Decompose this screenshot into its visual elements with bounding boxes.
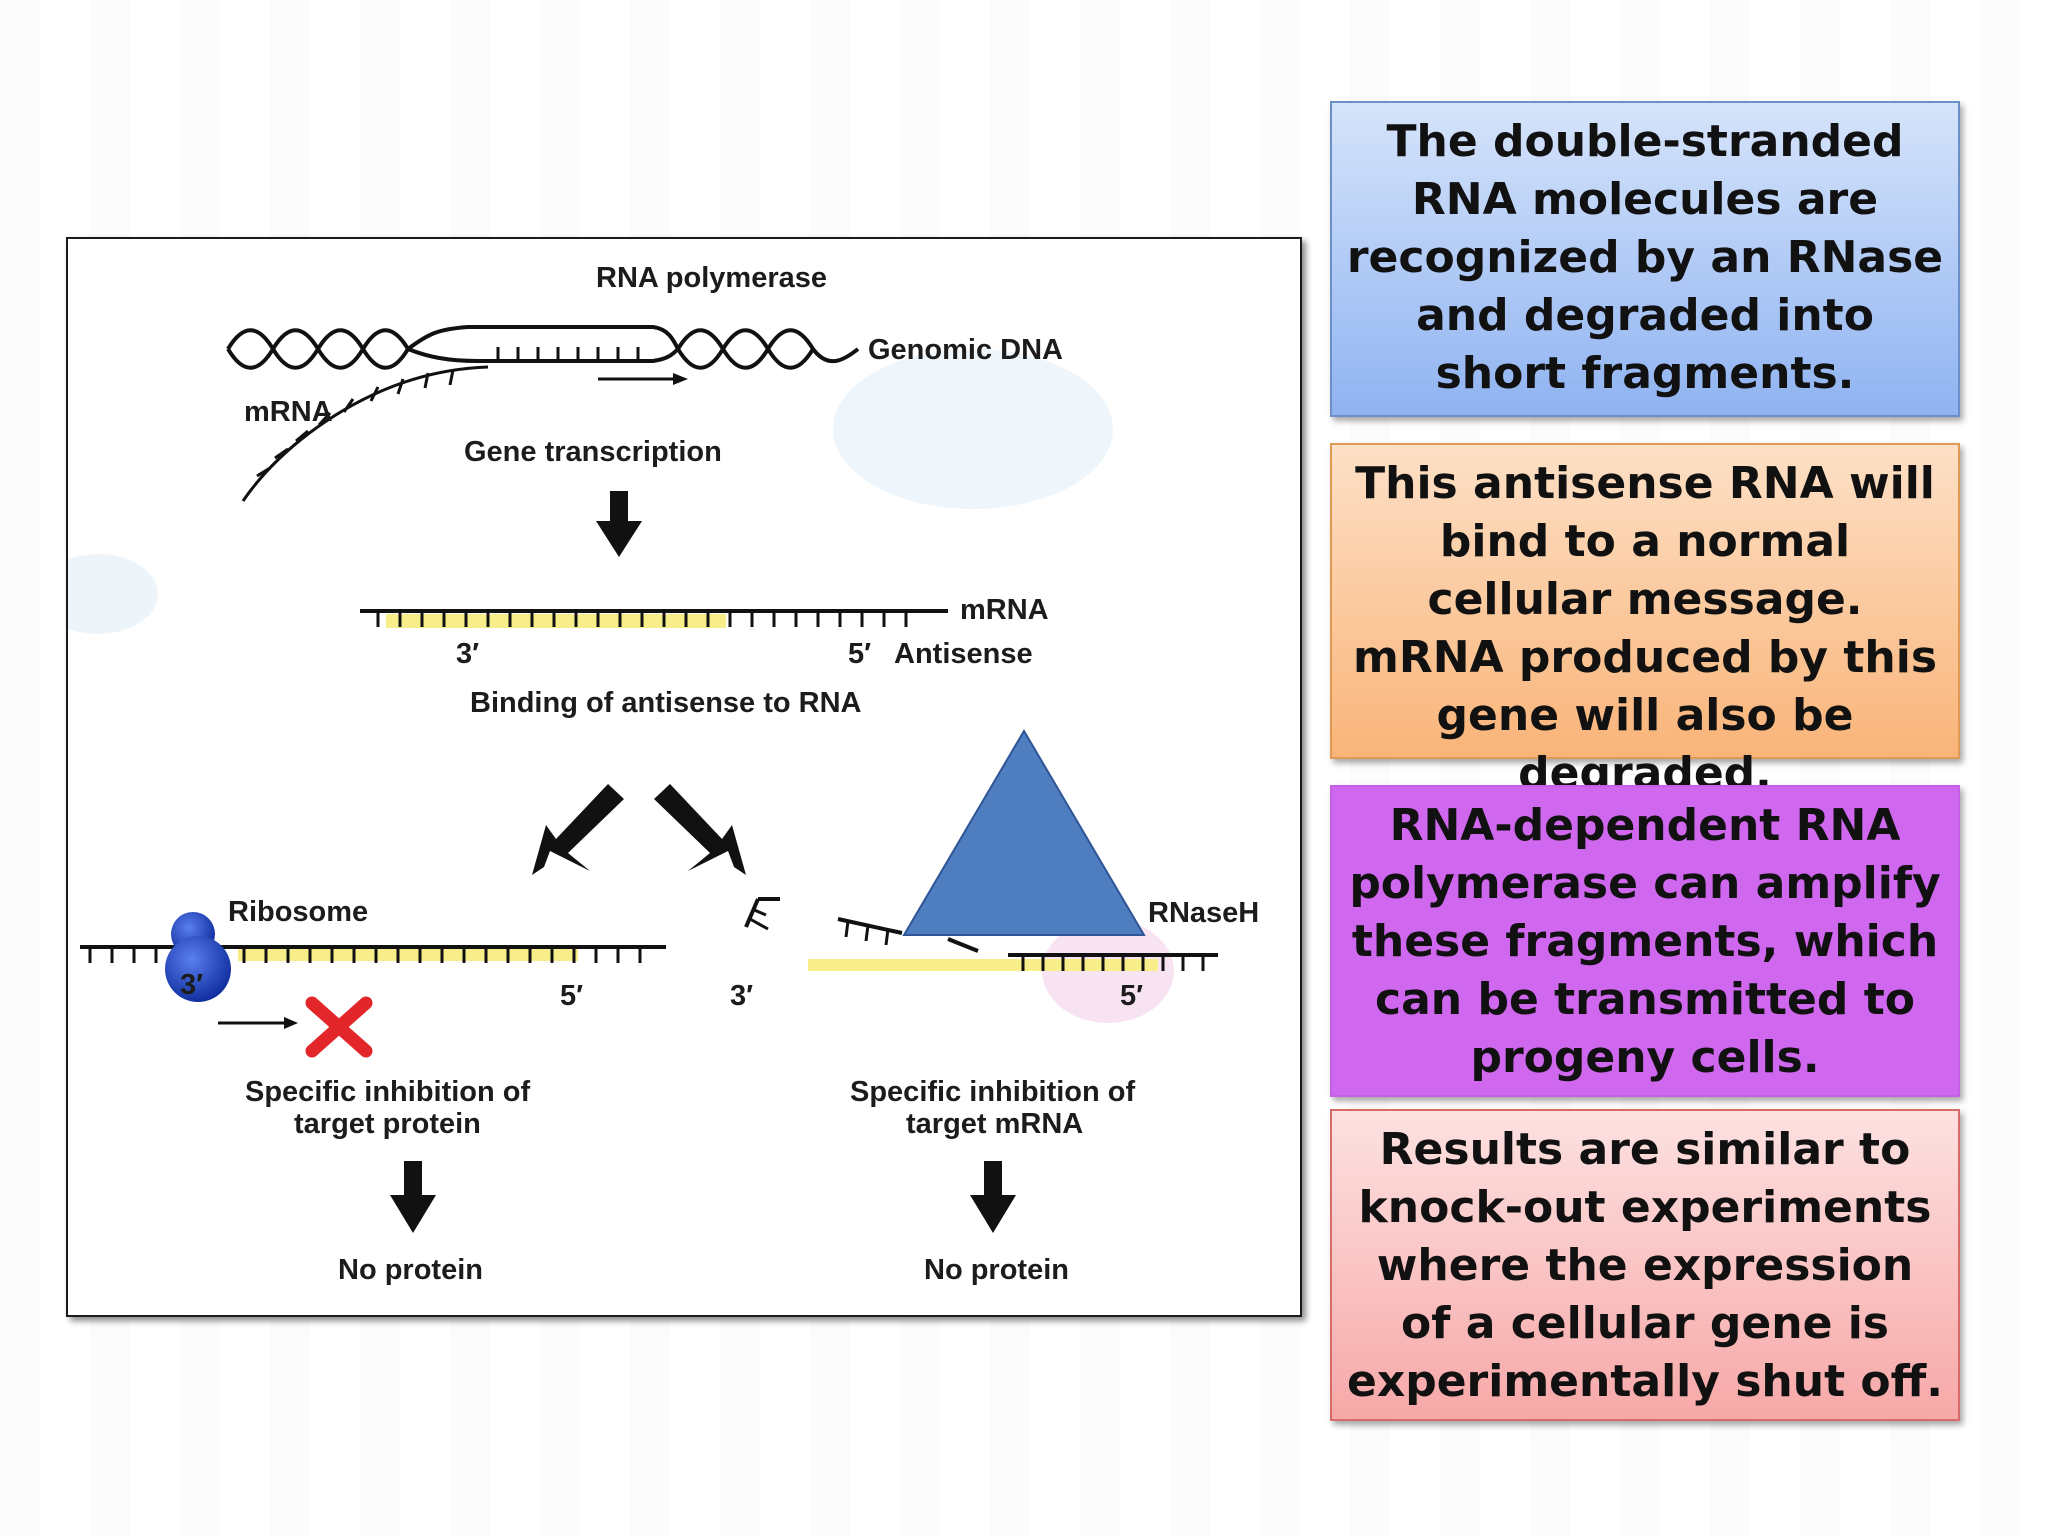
translation-arrowhead	[284, 1017, 298, 1029]
arrow-down-transcription	[596, 491, 642, 557]
label-3prime-right: 3′	[730, 980, 753, 1012]
note-box-antisense: This antisense RNA will bind to a normal…	[1330, 443, 1960, 799]
label-binding: Binding of antisense to RNA	[470, 687, 862, 719]
note-box-results: Results are similar to knock-out experim…	[1330, 1109, 1960, 1421]
label-gene-transcription: Gene transcription	[464, 436, 722, 468]
nascent-mrna-strand	[241, 365, 489, 502]
label-ribosome: Ribosome	[228, 896, 368, 928]
label-no-protein-right: No protein	[924, 1254, 1069, 1286]
arrow-left-branch	[532, 784, 624, 875]
label-genomic-dna: Genomic DNA	[868, 334, 1063, 366]
block-cross-icon	[305, 996, 373, 1058]
label-ribosome-3prime: 3′	[180, 969, 203, 1001]
right-mrna-fragments	[744, 897, 1218, 1023]
diagram-svg: RNA polymerase	[68, 262, 1259, 1286]
faint-blob	[68, 554, 158, 634]
label-mrna-mid: mRNA	[960, 594, 1049, 626]
arrow-down-left	[390, 1161, 436, 1233]
label-5prime-mid: 5′	[848, 638, 871, 670]
label-inhibition-mrna-1: Specific inhibition of	[850, 1076, 1136, 1108]
label-no-protein-left: No protein	[338, 1254, 483, 1286]
label-antisense: Antisense	[894, 638, 1033, 670]
mrna-antisense-duplex	[360, 609, 948, 628]
triangle-shape	[902, 729, 1146, 936]
note-box-rdrp: RNA-dependent RNA polymerase can amplify…	[1330, 785, 1960, 1097]
label-5prime-left: 5′	[560, 980, 583, 1012]
label-rna-polymerase: RNA polymerase	[596, 262, 827, 294]
arrow-right-branch	[654, 784, 746, 875]
genomic-dna-helix	[226, 325, 860, 370]
label-inhibition-protein-1: Specific inhibition of	[245, 1076, 531, 1108]
antisense-diagram: RNA polymerase	[66, 237, 1302, 1317]
label-rnaseh: RNaseH	[1148, 897, 1259, 929]
faint-blob	[833, 349, 1113, 509]
ribosome-icon	[165, 912, 231, 1002]
note-box-rnase: The double-stranded RNA molecules are re…	[1330, 101, 1960, 417]
label-inhibition-mrna-2: target mRNA	[906, 1108, 1083, 1140]
label-inhibition-protein-2: target protein	[294, 1108, 481, 1140]
dna-bubble-ticks	[496, 347, 640, 361]
label-3prime-mid: 3′	[456, 638, 479, 670]
label-mrna-top: mRNA	[244, 396, 333, 428]
polymerase-arrowhead	[673, 373, 688, 385]
label-5prime-right: 5′	[1120, 980, 1143, 1012]
arrow-down-right	[970, 1161, 1016, 1233]
